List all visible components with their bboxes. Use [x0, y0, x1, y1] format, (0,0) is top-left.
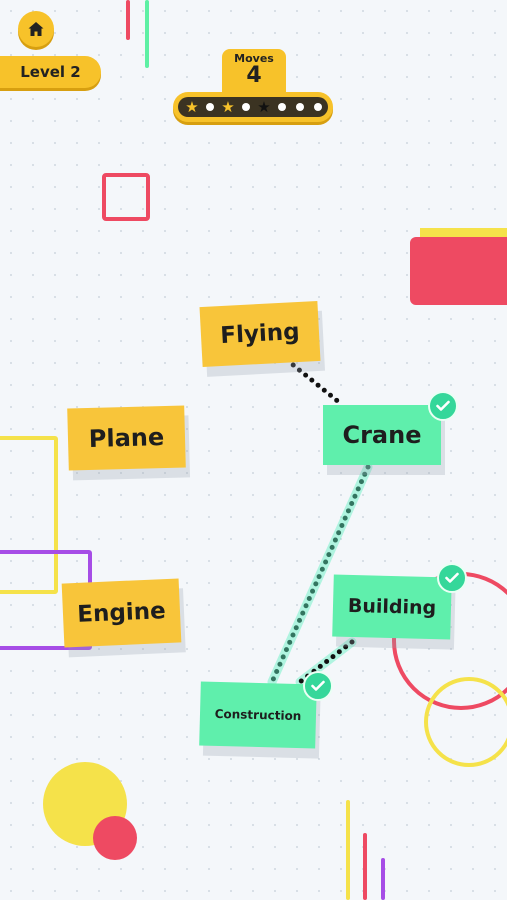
decor-red-disc: [93, 816, 137, 860]
star-row: ★ ★ ★: [183, 97, 327, 117]
card-construction[interactable]: Construction: [199, 681, 317, 749]
progress-pip: [309, 97, 327, 117]
progress-pip-dot: [242, 103, 250, 111]
progress-pip-dot: [314, 103, 322, 111]
progress-pip: [201, 97, 219, 117]
solved-badge-building: [437, 563, 467, 593]
card-label: Engine: [76, 598, 167, 628]
decor-purple-line-bottom: [381, 858, 385, 900]
check-icon: [445, 572, 459, 583]
card-flying[interactable]: Flying: [199, 300, 321, 368]
solved-badge-crane: [428, 391, 458, 421]
decor-yellow-outline-rect: [0, 436, 58, 594]
decor-yellow-bar: [420, 228, 507, 242]
moves-counter: Moves 4: [222, 49, 286, 95]
check-icon: [436, 400, 450, 411]
card-label: Flying: [219, 318, 301, 350]
decor-red-line-bottom: [363, 833, 367, 900]
decor-yellow-circle-outline: [424, 677, 507, 767]
star-icon: ★: [221, 98, 235, 116]
decor-mint-line-top: [145, 0, 149, 68]
decor-red-line-top: [126, 0, 130, 40]
check-icon: [311, 680, 325, 691]
home-button[interactable]: [18, 11, 54, 47]
connection-flying-crane: [284, 357, 343, 406]
card-crane[interactable]: Crane: [323, 405, 441, 465]
card-engine[interactable]: Engine: [61, 578, 182, 648]
card-building[interactable]: Building: [332, 574, 452, 640]
home-icon: [28, 22, 44, 36]
progress-pip-dot: [278, 103, 286, 111]
card-label: Construction: [214, 706, 302, 724]
star-track: ★ ★ ★: [178, 97, 328, 117]
progress-pip: [291, 97, 309, 117]
level-label: Level 2: [20, 63, 81, 81]
level-indicator: Level 2: [0, 56, 101, 88]
decor-yellow-disc: [43, 762, 127, 846]
decor-yellow-line-bottom: [346, 800, 350, 900]
star-icon: ★: [257, 98, 271, 116]
progress-pip: [273, 97, 291, 117]
progress-pip-dot: [296, 103, 304, 111]
progress-pip-dot: [206, 103, 214, 111]
moves-label: Moves: [234, 52, 274, 65]
decor-red-block: [410, 237, 507, 305]
moves-value: 4: [246, 63, 262, 88]
progress-pip: [237, 97, 255, 117]
star-progress-bar: ★ ★ ★: [173, 92, 333, 122]
card-plane[interactable]: Plane: [67, 405, 186, 471]
card-label: Plane: [88, 423, 165, 453]
solved-badge-construction: [303, 671, 333, 701]
card-label: Crane: [342, 421, 422, 449]
card-label: Building: [347, 594, 437, 620]
decor-red-square-outline: [102, 173, 150, 221]
star-icon: ★: [185, 98, 199, 116]
